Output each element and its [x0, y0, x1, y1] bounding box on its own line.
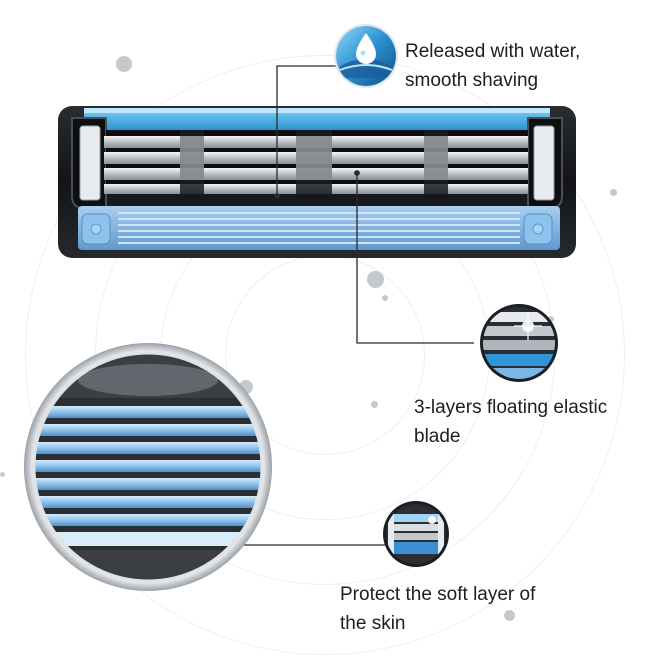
- bg-dot: [371, 401, 378, 408]
- bg-dot: [116, 56, 132, 72]
- bg-dot: [382, 295, 388, 301]
- bg-dot: [0, 472, 5, 477]
- razor-cartridge: [58, 106, 576, 258]
- bg-dot: [610, 189, 617, 196]
- blade-layers-icon: [480, 304, 558, 382]
- lubricating-strip: [78, 206, 560, 250]
- caption-line: the skin: [340, 613, 406, 634]
- lubricating-strip-icon: [383, 501, 449, 567]
- bg-dot: [504, 610, 515, 621]
- bg-dot: [548, 316, 554, 322]
- feature-caption-skin-protection: Protect the soft layer of the skin: [340, 580, 535, 638]
- bg-ring-outer: [25, 55, 625, 655]
- feature-caption-floating-blade: 3-layers floating elastic blade: [414, 393, 607, 451]
- caption-line: Released with water,: [405, 41, 581, 62]
- bg-dot: [367, 271, 384, 288]
- caption-line: blade: [414, 426, 461, 447]
- caption-line: smooth shaving: [405, 70, 539, 91]
- blade-stack: [104, 130, 528, 194]
- caption-line: 3-layers floating elastic: [414, 397, 608, 418]
- magnifier-lens: [24, 343, 272, 591]
- feature-caption-water-release: Released with water, smooth shaving: [405, 37, 580, 95]
- water-drop-icon: [334, 24, 398, 88]
- caption-line: Protect the soft layer of: [340, 584, 536, 605]
